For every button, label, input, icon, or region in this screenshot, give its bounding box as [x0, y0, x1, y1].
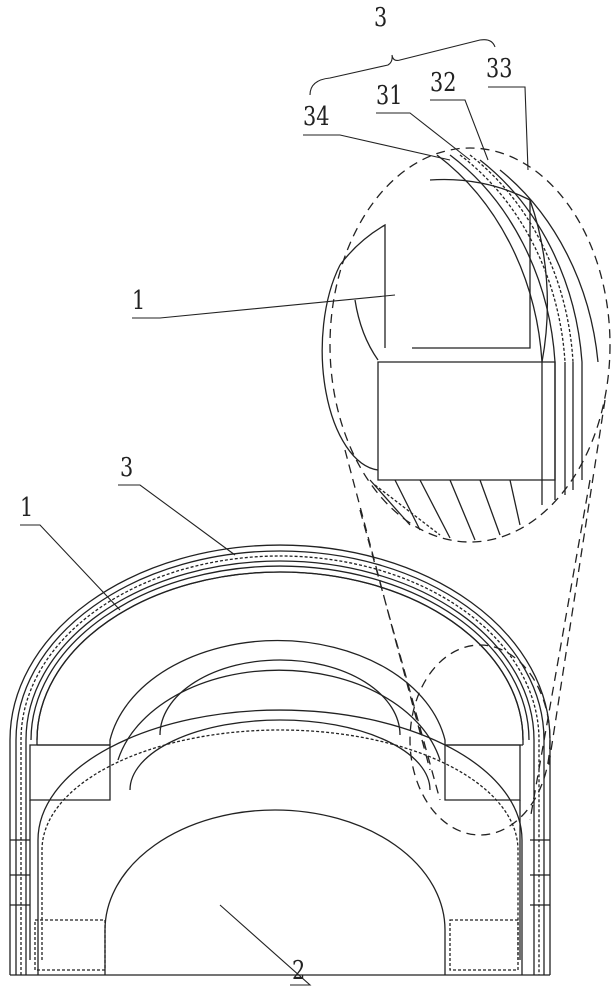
- label-1-detail: 1: [132, 286, 146, 316]
- element-2: [10, 709, 550, 975]
- label-33: 33: [486, 54, 513, 84]
- label-2: 2: [292, 956, 306, 986]
- label-31: 31: [376, 81, 403, 111]
- element-1-frame: [29, 571, 524, 801]
- label-1-main: 1: [20, 493, 34, 523]
- detail-contents: [321, 154, 599, 541]
- label-34: 34: [303, 102, 330, 132]
- label-3-main: 3: [120, 453, 134, 483]
- main-arch-layers: [9, 544, 551, 976]
- label-32: 32: [430, 68, 457, 98]
- label-3-group: 3: [374, 3, 388, 33]
- leader-lines: [20, 39, 529, 986]
- detail-magnifier: [329, 147, 611, 836]
